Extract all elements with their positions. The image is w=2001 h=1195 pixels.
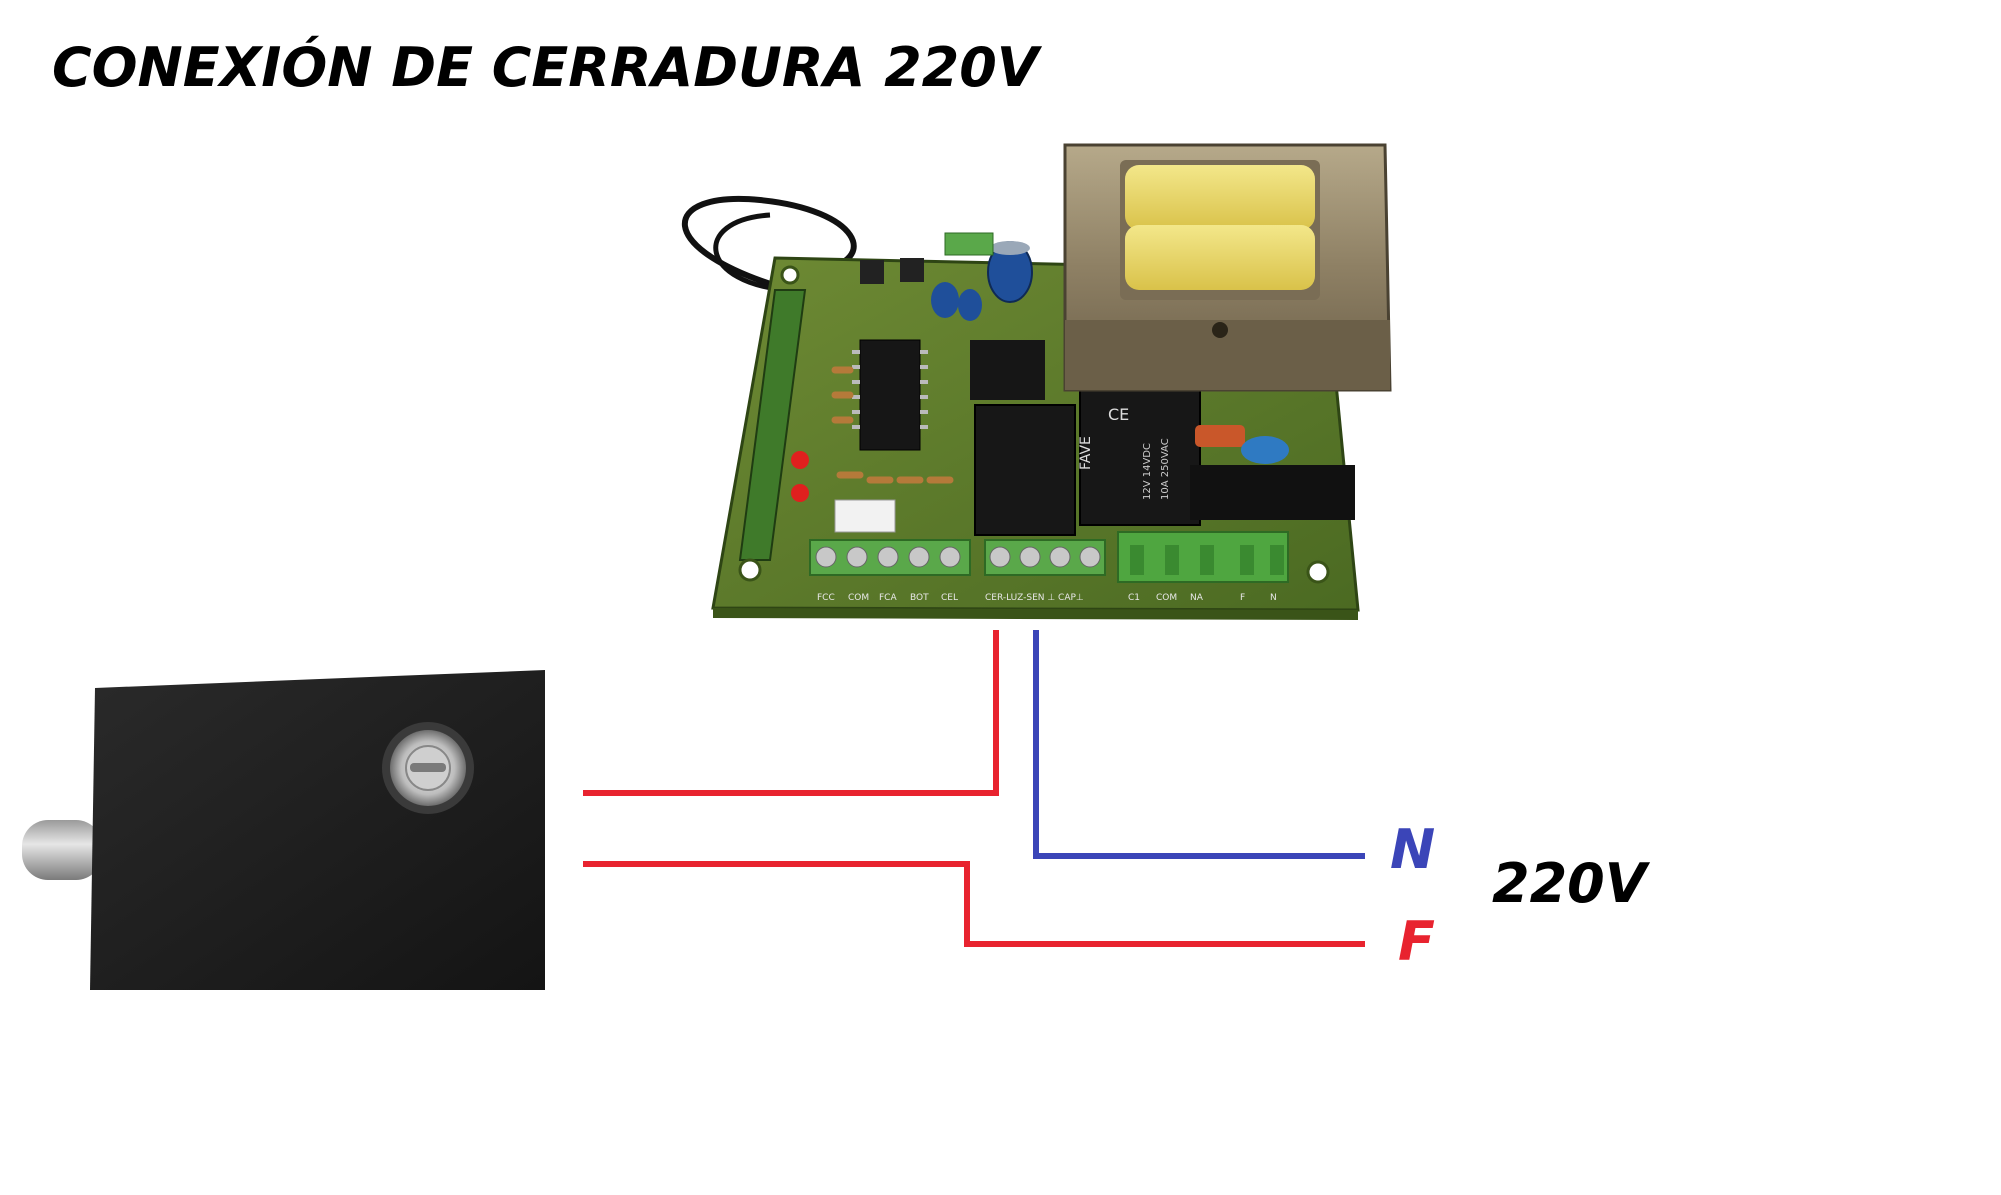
led-red-2 — [791, 484, 809, 502]
wires — [583, 630, 1365, 947]
svg-text:12V 14VDC: 12V 14VDC — [1142, 443, 1153, 500]
svg-text:F: F — [1240, 593, 1245, 603]
voltage-label: 220V — [1492, 852, 1647, 915]
lock-bolt — [22, 820, 102, 880]
antenna-wire — [682, 195, 857, 293]
neutral-label: N — [1390, 818, 1436, 881]
electric-lock — [22, 670, 545, 990]
svg-text:FCC: FCC — [817, 593, 835, 603]
svg-text:FAVE: FAVE — [1078, 436, 1094, 470]
svg-text:N: N — [1270, 593, 1277, 603]
control-board: CE FAVE 12V 14VDC 10A 250VAC — [682, 143, 1392, 620]
svg-text:CER-LUZ-SEN ⊥ CAP⊥: CER-LUZ-SEN ⊥ CAP⊥ — [985, 593, 1084, 603]
led-red-1 — [791, 451, 809, 469]
lock-body — [90, 670, 545, 990]
ic-chip — [859, 339, 921, 451]
svg-text:COM: COM — [1156, 593, 1177, 603]
svg-text:COM: COM — [848, 593, 869, 603]
svg-text:FCA: FCA — [879, 593, 897, 603]
wire-lock-to-board — [583, 630, 999, 796]
terminal-block-right — [1117, 531, 1289, 583]
triac-block — [1190, 465, 1355, 520]
relay-2: CE FAVE 12V 14VDC 10A 250VAC — [1078, 384, 1201, 526]
svg-text:CEL: CEL — [941, 593, 958, 603]
svg-text:NA: NA — [1190, 593, 1204, 603]
white-connector — [834, 499, 896, 533]
svg-text:CE: CE — [1108, 405, 1129, 424]
wire-neutral — [1033, 630, 1365, 859]
svg-text:BOT: BOT — [910, 593, 929, 603]
svg-text:10A 250VAC: 10A 250VAC — [1160, 438, 1171, 500]
terminal-block-left — [809, 539, 971, 576]
wire-phase — [583, 861, 1365, 947]
relay-1 — [974, 404, 1076, 536]
radio-module — [738, 289, 807, 561]
page-title: CONEXIÓN DE CERRADURA 220V — [52, 36, 1039, 99]
transformer — [1063, 143, 1392, 392]
phase-label: F — [1398, 910, 1435, 973]
terminal-block-mid — [984, 539, 1106, 576]
svg-text:C1: C1 — [1128, 593, 1140, 603]
